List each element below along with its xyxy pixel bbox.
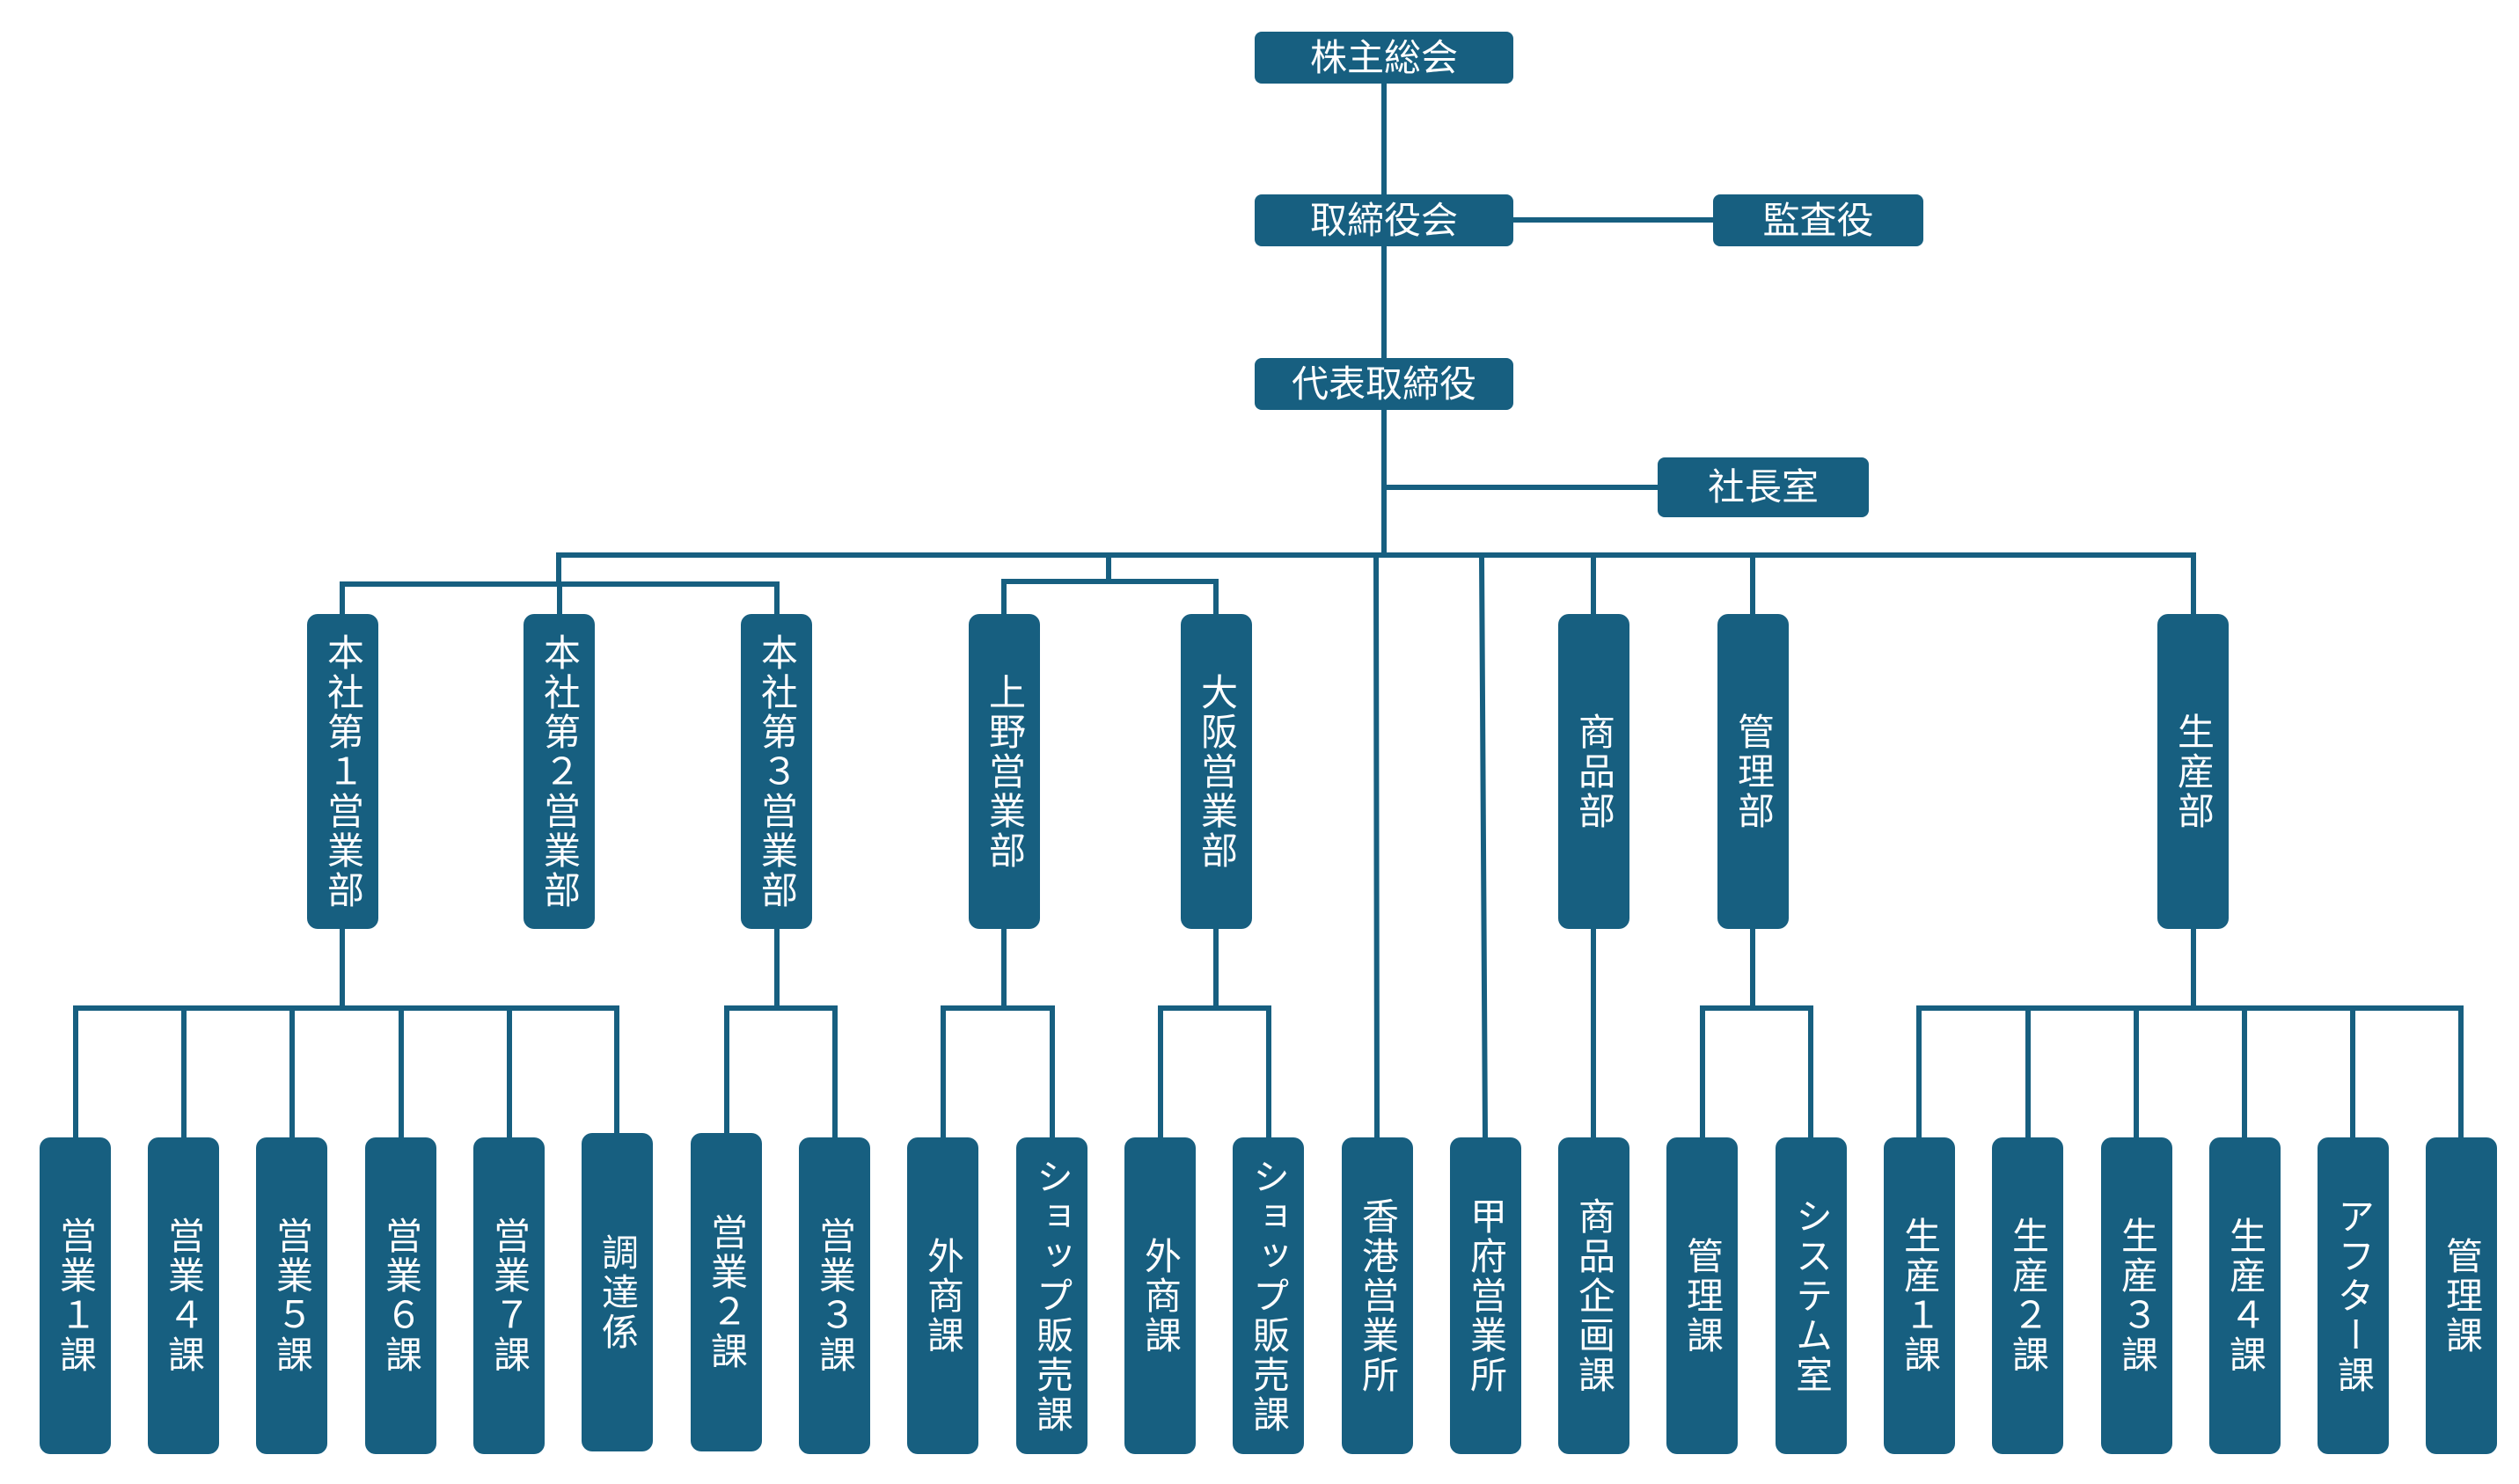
node-label: 代表取締役 [1291,362,1476,406]
node-label: 本社第２営業部 [538,632,582,910]
node-osaka-outside-sales[interactable]: 外商課 [1124,1137,1196,1454]
node-sales-section-4[interactable]: 営業４課 [148,1137,219,1454]
node-label: 生産４課 [2223,1217,2267,1375]
node-label: 甲府営業所 [1464,1196,1508,1395]
node-hongkong-office[interactable]: 香港営業所 [1342,1137,1413,1454]
node-sales-section-7[interactable]: 営業７課 [473,1137,545,1454]
node-osaka-shop-sales[interactable]: ショップ販売課 [1233,1137,1304,1454]
node-label: 外商課 [921,1236,965,1356]
node-production-1[interactable]: 生産１課 [1884,1137,1955,1454]
node-label: 調達係 [596,1232,640,1352]
node-production-admin[interactable]: 管理課 [2426,1137,2497,1454]
node-label: 本社第１営業部 [321,632,365,910]
node-label: アフター課 [2332,1196,2376,1395]
node-label: 管理部 [1732,712,1776,831]
node-production-4[interactable]: 生産４課 [2209,1137,2281,1454]
node-procurement[interactable]: 調達係 [582,1133,653,1451]
node-label: ショップ販売課 [1247,1157,1291,1435]
node-sales-section-6[interactable]: 営業６課 [365,1137,436,1454]
node-label: 管理課 [1681,1236,1724,1356]
node-label: 営業２課 [705,1213,749,1371]
node-sales-section-1[interactable]: 営業１課 [40,1137,111,1454]
node-administration[interactable]: 管理部 [1717,614,1789,929]
node-label: 上野営業部 [983,672,1027,871]
node-sales-section-3[interactable]: 営業３課 [799,1137,870,1454]
node-label: 営業７課 [487,1217,531,1375]
node-hq-sales-2[interactable]: 本社第２営業部 [524,614,595,929]
node-label: 営業５課 [270,1217,314,1375]
node-label: 大阪営業部 [1195,672,1239,871]
node-ceo[interactable]: 代表取締役 [1255,358,1513,410]
node-label: 商品企画課 [1572,1196,1616,1395]
node-ueno-sales[interactable]: 上野営業部 [969,614,1040,929]
node-label: 取締役会 [1309,198,1458,242]
node-label: 社長室 [1707,465,1819,508]
node-systems-office[interactable]: システム室 [1776,1137,1847,1454]
node-board-of-directors[interactable]: 取締役会 [1255,194,1513,246]
node-label: 外商課 [1139,1236,1183,1356]
node-hq-sales-3[interactable]: 本社第３営業部 [741,614,812,929]
node-product-planning[interactable]: 商品企画課 [1558,1137,1629,1454]
node-label: 監査役 [1762,198,1874,242]
node-auditor[interactable]: 監査役 [1713,194,1923,246]
node-after-service[interactable]: アフター課 [2318,1137,2389,1454]
node-label: 株主総会 [1309,35,1458,79]
node-label: 生産２課 [2006,1217,2050,1375]
node-president-office[interactable]: 社長室 [1658,457,1869,517]
node-sales-section-2[interactable]: 営業２課 [691,1133,762,1451]
node-production[interactable]: 生産部 [2157,614,2229,929]
node-ueno-shop-sales[interactable]: ショップ販売課 [1016,1137,1087,1454]
node-production-3[interactable]: 生産３課 [2101,1137,2172,1454]
node-shareholders-meeting[interactable]: 株主総会 [1255,32,1513,84]
node-label: 生産部 [2171,712,2215,831]
connector-hongkong [1373,552,1380,1141]
node-sales-section-5[interactable]: 営業５課 [256,1137,327,1454]
node-label: 営業１課 [54,1217,98,1375]
node-label: 本社第３営業部 [755,632,799,910]
node-label: 香港営業所 [1356,1196,1400,1395]
node-ueno-outside-sales[interactable]: 外商課 [907,1137,978,1454]
node-label: 営業３課 [813,1217,857,1375]
node-label: 管理課 [2440,1236,2484,1356]
node-label: 生産１課 [1898,1217,1942,1375]
node-label: 営業４課 [162,1217,206,1375]
node-admin-section[interactable]: 管理課 [1666,1137,1738,1454]
node-label: 生産３課 [2115,1217,2159,1375]
node-label: ショップ販売課 [1030,1157,1074,1435]
node-merchandise[interactable]: 商品部 [1558,614,1629,929]
node-label: 商品部 [1572,712,1616,831]
node-label: システム室 [1790,1196,1834,1395]
node-kofu-office[interactable]: 甲府営業所 [1450,1137,1521,1454]
node-osaka-sales[interactable]: 大阪営業部 [1181,614,1252,929]
node-production-2[interactable]: 生産２課 [1992,1137,2063,1454]
connector-kofu [1478,552,1489,1141]
node-hq-sales-1[interactable]: 本社第１営業部 [307,614,378,929]
node-label: 営業６課 [379,1217,423,1375]
